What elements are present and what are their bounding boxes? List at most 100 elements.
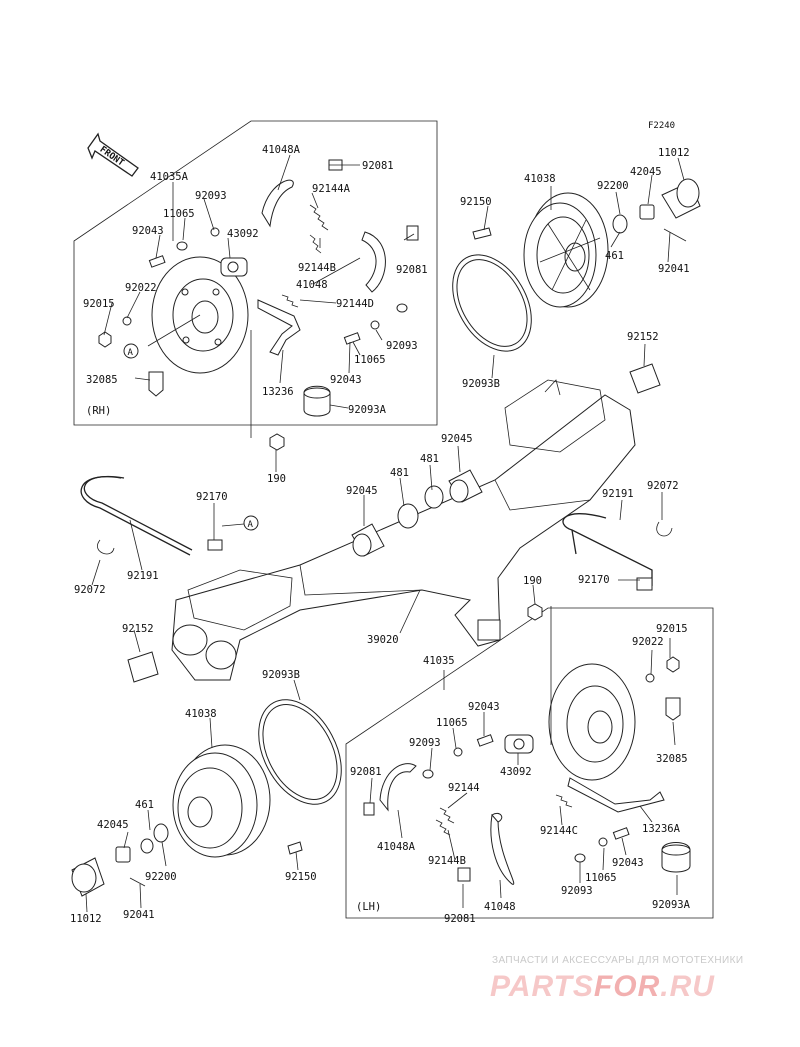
label-41048-top: 41048 <box>296 279 328 291</box>
label-41035A: 41035A <box>150 171 189 183</box>
label-481-b: 481 <box>390 467 409 479</box>
label-92144C: 92144C <box>540 825 578 837</box>
label-11012-bot: 11012 <box>70 913 102 925</box>
label-92152-top: 92152 <box>627 331 659 343</box>
lh-springs <box>435 794 573 836</box>
label-92081-bot: 92081 <box>350 766 382 778</box>
label-41048A-bot: 41048A <box>377 841 416 853</box>
label-461-top: 461 <box>605 250 624 262</box>
label-190-top: 190 <box>267 473 286 485</box>
label-92043-bot: 92043 <box>468 701 500 713</box>
label-92041-bot: 92041 <box>123 909 155 921</box>
label-92045-b: 92045 <box>346 485 378 497</box>
rh-brake-group-box <box>73 120 438 426</box>
label-39020: 39020 <box>367 634 399 646</box>
label-92043-top: 92043 <box>132 225 164 237</box>
label-92152-left: 92152 <box>122 623 154 635</box>
rh-springs <box>281 204 329 308</box>
figure-id: F2240 <box>648 121 675 131</box>
label-43092-bot: 43092 <box>500 766 532 778</box>
label-42045-bot: 42045 <box>97 819 129 831</box>
watermark-brand: PARTSFOR.RU <box>490 970 715 1003</box>
axle-bearings <box>127 363 661 683</box>
label-481-a: 481 <box>420 453 439 465</box>
lh-brake-group-box <box>345 607 714 919</box>
watermark-tagline: ЗАПЧАСТИ И АКСЕССУАРЫ ДЛЯ МОТОТЕХНИКИ <box>492 955 743 966</box>
watermark-brand-for: FOR <box>594 970 660 1003</box>
label-92170-left: 92170 <box>196 491 228 503</box>
lh-wheel-cylinder <box>504 734 534 754</box>
label-13236A: 13236A <box>642 823 681 835</box>
rh-brake-shoe-top <box>261 179 294 228</box>
label-92200-bot: 92200 <box>145 871 177 883</box>
label-92072-right: 92072 <box>647 480 679 492</box>
lh-lever-13236A <box>567 777 665 813</box>
rh-lever-13236 <box>257 299 301 356</box>
label-13236: 13236 <box>262 386 294 398</box>
lh-hub-hardware <box>71 823 303 897</box>
label-92093A-bot: 92093A <box>652 899 691 911</box>
lh-brake-drum <box>172 744 271 858</box>
label-92022-bot: 92022 <box>632 636 664 648</box>
label-43092-top: 43092 <box>227 228 259 240</box>
label-11065-bot2: 11065 <box>585 872 617 884</box>
label-92093B-top: 92093B <box>462 378 500 390</box>
label-92093-bot2: 92093 <box>561 885 593 897</box>
label-92093-top: 92093 <box>195 190 227 202</box>
label-92191-right: 92191 <box>602 488 634 500</box>
label-92150-top: 92150 <box>460 196 492 208</box>
callout-a-2-label: A <box>248 520 254 530</box>
label-92150-bot: 92150 <box>285 871 317 883</box>
label-11012-top: 11012 <box>658 147 690 159</box>
label-92144: 92144 <box>448 782 480 794</box>
label-92200-top: 92200 <box>597 180 629 192</box>
lh-small-hardware <box>363 656 691 882</box>
label-11065-top2: 11065 <box>354 354 386 366</box>
brake-cables <box>80 475 673 621</box>
label-92081-top1: 92081 <box>362 160 394 172</box>
rh-group-label: (RH) <box>86 405 111 417</box>
label-32085-bot: 32085 <box>656 753 688 765</box>
callout-a-1-label: A <box>128 348 134 358</box>
rh-brake-shoe-bottom <box>361 231 386 293</box>
lh-brake-shoe-b <box>490 812 515 885</box>
label-92015-bot: 92015 <box>656 623 688 635</box>
label-41048A-top: 41048A <box>262 144 301 156</box>
lh-brake-shoe-a <box>379 763 417 812</box>
label-92093-bot: 92093 <box>409 737 441 749</box>
label-92081-bot2: 92081 <box>444 913 476 925</box>
rh-drum-seal-ring <box>452 254 532 352</box>
label-92043-top2: 92043 <box>330 374 362 386</box>
label-32085-top: 32085 <box>86 374 118 386</box>
label-92144D: 92144D <box>336 298 374 310</box>
label-92081-top2: 92081 <box>396 264 428 276</box>
front-arrow-icon: FRONT <box>87 132 139 177</box>
label-42045-top: 42045 <box>630 166 662 178</box>
label-92045-a: 92045 <box>441 433 473 445</box>
label-92072-left: 92072 <box>74 584 106 596</box>
label-41038-top: 41038 <box>524 173 556 185</box>
label-92041-top: 92041 <box>658 263 690 275</box>
label-92022-top: 92022 <box>125 282 157 294</box>
label-92191-left: 92191 <box>127 570 159 582</box>
watermark-brand-parts: PARTS <box>490 970 594 1003</box>
label-11065-top: 11065 <box>163 208 195 220</box>
rh-brake-drum <box>523 192 609 308</box>
watermark-brand-ru: .RU <box>660 970 715 1003</box>
leader-lines <box>85 154 685 913</box>
watermark: ЗАПЧАСТИ И АКСЕССУАРЫ ДЛЯ МОТОТЕХНИКИ PA… <box>490 955 743 1003</box>
label-92144B-top: 92144B <box>298 262 336 274</box>
label-41048-bot: 41048 <box>484 901 516 913</box>
callout-a-1: A <box>123 343 139 359</box>
label-92043-bot2: 92043 <box>612 857 644 869</box>
callout-a-2: A <box>221 515 259 531</box>
label-11065-bot: 11065 <box>436 717 468 729</box>
label-41035: 41035 <box>423 655 455 667</box>
lh-drum-seal-ring <box>258 699 342 805</box>
label-92015-top: 92015 <box>83 298 115 310</box>
front-label: FRONT <box>98 145 126 169</box>
lh-group-label: (LH) <box>356 901 381 913</box>
rh-wheel-cylinder <box>220 257 248 277</box>
label-92144A: 92144A <box>312 183 351 195</box>
label-92170-right: 92170 <box>578 574 610 586</box>
